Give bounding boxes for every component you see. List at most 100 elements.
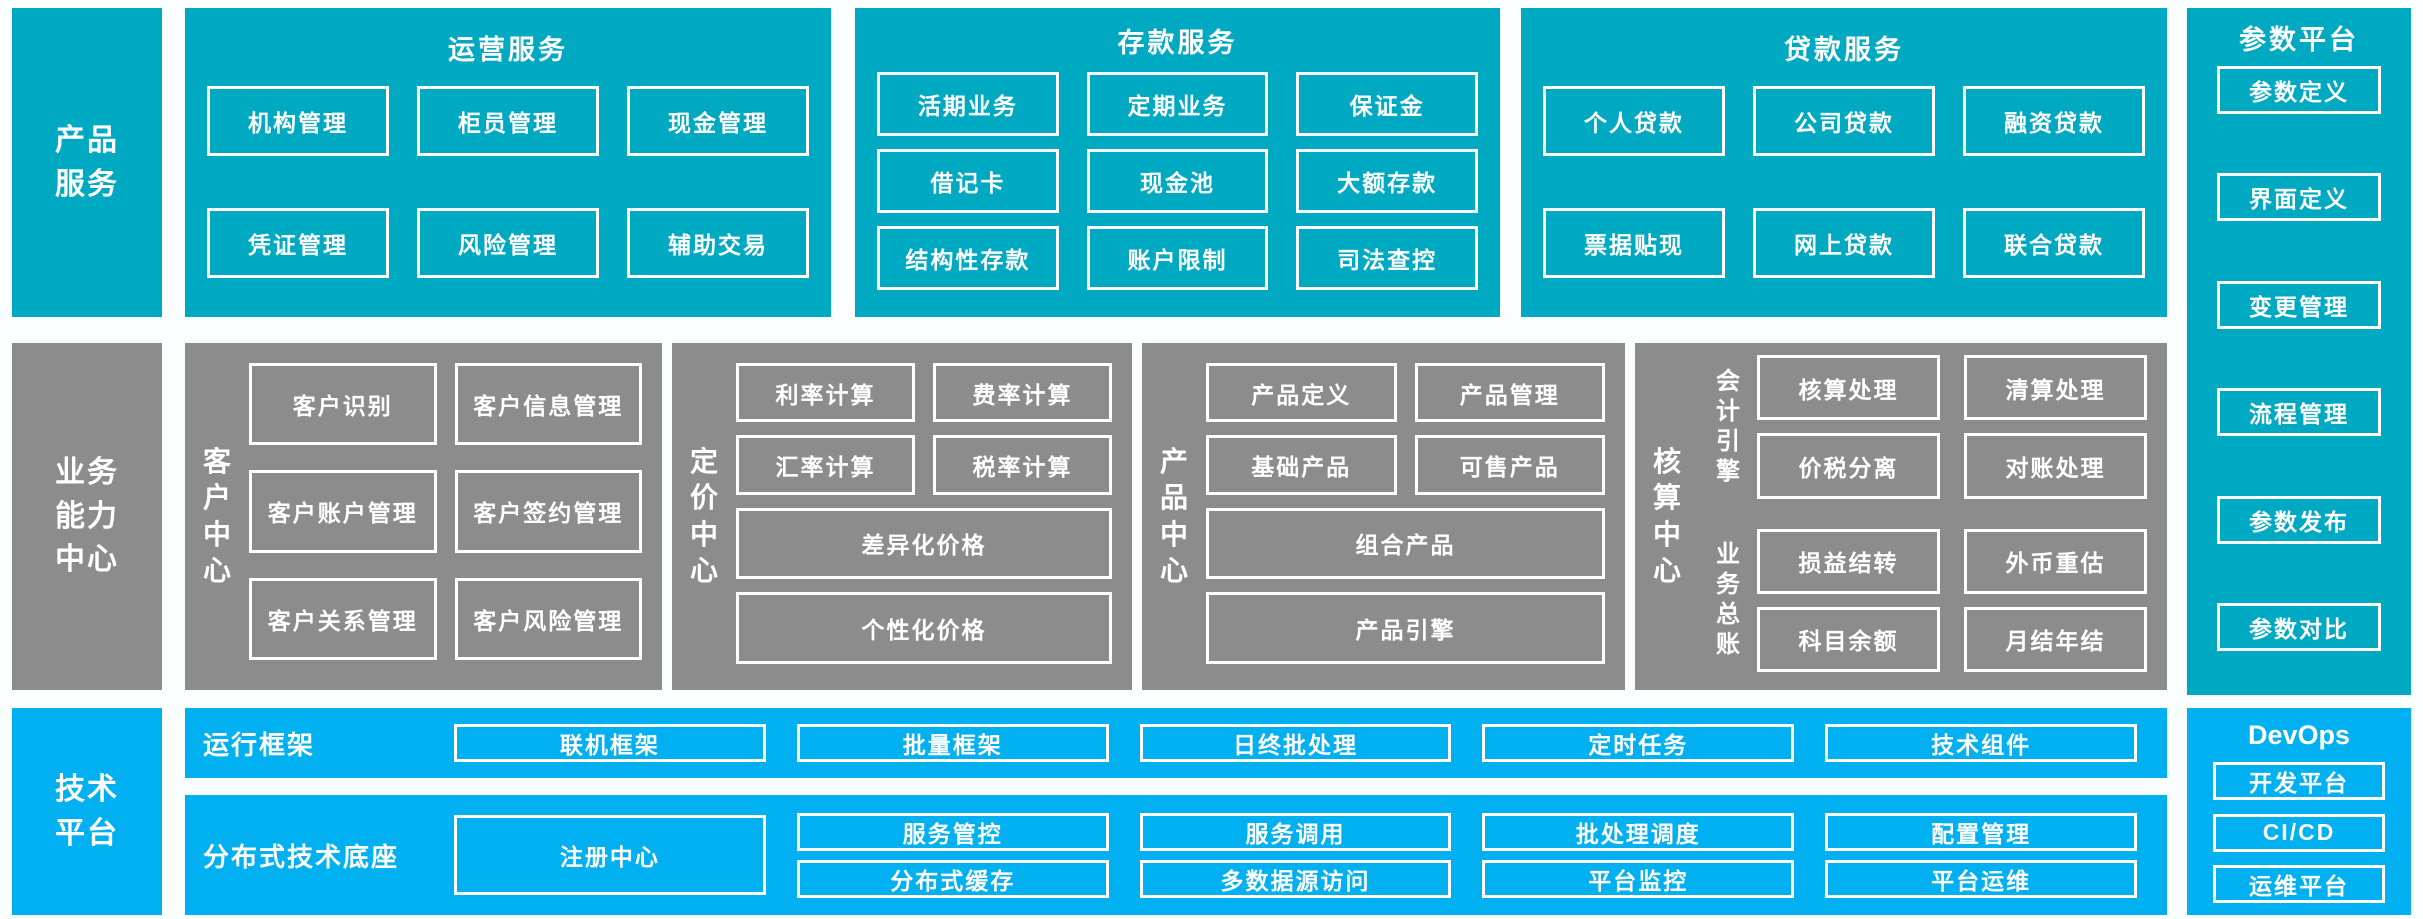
- module-box: 平台运维: [1825, 859, 2137, 898]
- module-box: 基础产品: [1206, 435, 1397, 495]
- panel-deposit-services: 存款服务 活期业务定期业务保证金借记卡现金池大额存款结构性存款账户限制司法查控: [855, 8, 1500, 317]
- module-box: 个人贷款: [1543, 86, 1725, 156]
- module-box: 税率计算: [933, 435, 1112, 495]
- panel-parameter-platform: 参数平台 参数定义界面定义变更管理流程管理参数发布参数对比: [2187, 8, 2411, 695]
- row-label-business-capability: 业务 能力 中心: [12, 343, 162, 690]
- module-box: 大额存款: [1296, 149, 1478, 213]
- module-box: 定期业务: [1086, 72, 1269, 136]
- product-modules: 产品定义产品管理基础产品可售产品: [1206, 363, 1605, 495]
- module-box: 客户账户管理: [249, 470, 437, 553]
- module-box: 科目余额: [1757, 606, 1940, 672]
- module-box: 月结年结: [1964, 606, 2147, 672]
- distributed-modules: 注册中心 服务管控 分布式缓存 服务调用 多数据源访问 批处理调度 平台监控: [454, 812, 2137, 898]
- module-box: 融资贷款: [1963, 86, 2145, 156]
- module-box: 注册中心: [454, 815, 766, 895]
- bar-label: 运行框架: [203, 729, 316, 760]
- center-vertical-label: 产 品 中 心: [1159, 445, 1188, 586]
- module-box: 保证金: [1296, 72, 1478, 136]
- deposit-modules: 活期业务定期业务保证金借记卡现金池大额存款结构性存款账户限制司法查控: [877, 72, 1478, 290]
- panel-loan-services: 贷款服务 个人贷款公司贷款融资贷款票据贴现网上贷款联合贷款: [1521, 8, 2167, 317]
- accounting-engine-group: 会 计 引 擎 核算处理清算处理价税分离对账处理: [1699, 355, 2147, 499]
- module-box: 现金池: [1086, 149, 1269, 213]
- panel-title: 参数平台: [2239, 24, 2359, 55]
- stacked-column: 配置管理 平台运维: [1825, 812, 2137, 898]
- module-box: 外币重估: [1964, 528, 2147, 594]
- module-box: 客户签约管理: [454, 470, 642, 553]
- module-box: 利率计算: [736, 363, 915, 423]
- module-box: 批量框架: [796, 724, 1109, 762]
- runtime-modules: 联机框架批量框架日终批处理定时任务技术组件: [454, 724, 2137, 762]
- module-box: 服务调用: [1139, 812, 1452, 851]
- module-box: 变更管理: [2217, 280, 2381, 329]
- center-vertical-label: 定 价 中 心: [689, 445, 718, 586]
- module-box: 客户识别: [249, 363, 437, 446]
- module-box: 联机框架: [454, 724, 766, 762]
- loan-modules: 个人贷款公司贷款融资贷款票据贴现网上贷款联合贷款: [1543, 86, 2145, 278]
- module-box: 凭证管理: [207, 208, 389, 278]
- module-box: 对账处理: [1964, 433, 2147, 499]
- center-vertical-label: 客 户 中 心: [202, 445, 231, 586]
- module-box: 客户信息管理: [454, 363, 642, 446]
- module-box: 现金管理: [627, 86, 809, 156]
- module-box: 损益结转: [1757, 528, 1940, 594]
- group-vertical-label: 业 务 总 账: [1716, 541, 1740, 659]
- module-box: 汇率计算: [736, 435, 915, 495]
- module-box: 技术组件: [1825, 724, 2137, 762]
- module-box: 参数发布: [2217, 495, 2381, 544]
- panel-pricing-center: 定 价 中 心 利率计算费率计算汇率计算税率计算 差异化价格 个性化价格: [672, 343, 1132, 690]
- stacked-column: 批处理调度 平台监控: [1482, 812, 1795, 898]
- module-box: 价税分离: [1757, 433, 1940, 499]
- module-box: 日终批处理: [1139, 724, 1452, 762]
- module-box: 客户关系管理: [249, 577, 437, 660]
- module-box: 差异化价格: [736, 507, 1112, 580]
- module-box: CI/CD: [2213, 813, 2385, 852]
- module-box: 机构管理: [207, 86, 389, 156]
- business-ledger-group: 业 务 总 账 损益结转外币重估科目余额月结年结: [1699, 528, 2147, 672]
- module-box: 费率计算: [933, 363, 1112, 423]
- module-box: 清算处理: [1964, 355, 2147, 421]
- module-box: 辅助交易: [627, 208, 809, 278]
- module-box: 联合贷款: [1963, 208, 2145, 278]
- module-box: 活期业务: [877, 72, 1059, 136]
- module-box: 结构性存款: [877, 226, 1059, 290]
- module-box: 账户限制: [1086, 226, 1269, 290]
- business-ledger-modules: 损益结转外币重估科目余额月结年结: [1757, 528, 2147, 672]
- devops-modules: 开发平台 CI/CD 运维平台: [2213, 762, 2385, 903]
- module-box: 客户风险管理: [454, 577, 642, 660]
- module-box: 核算处理: [1757, 355, 1940, 421]
- module-box: 借记卡: [877, 149, 1059, 213]
- module-box: 产品引擎: [1206, 592, 1605, 664]
- module-box: 产品定义: [1206, 363, 1397, 423]
- module-box: 流程管理: [2217, 388, 2381, 437]
- module-box: 运维平台: [2213, 865, 2385, 903]
- module-box: 开发平台: [2213, 762, 2385, 800]
- panel-product-center: 产 品 中 心 产品定义产品管理基础产品可售产品 组合产品 产品引擎: [1142, 343, 1625, 690]
- module-box: 批处理调度: [1482, 812, 1795, 851]
- panel-runtime-framework: 运行框架 联机框架批量框架日终批处理定时任务技术组件: [185, 708, 2167, 778]
- module-box: 参数对比: [2217, 602, 2381, 651]
- row-label-product-services: 产品 服务: [12, 8, 162, 317]
- panel-accounting-center: 核 算 中 心 会 计 引 擎 核算处理清算处理价税分离对账处理 业 务 总 账…: [1635, 343, 2167, 690]
- customer-modules: 客户识别客户信息管理客户账户管理客户签约管理客户关系管理客户风险管理: [249, 343, 642, 690]
- module-box: 票据贴现: [1543, 208, 1725, 278]
- panel-title: 存款服务: [1117, 27, 1238, 58]
- module-box: 多数据源访问: [1139, 859, 1452, 898]
- stacked-column: 服务管控 分布式缓存: [796, 812, 1109, 898]
- accounting-engine-modules: 核算处理清算处理价税分离对账处理: [1757, 355, 2147, 499]
- center-vertical-label: 核 算 中 心: [1652, 445, 1681, 586]
- module-box: 公司贷款: [1753, 86, 1935, 156]
- module-box: 柜员管理: [417, 86, 599, 156]
- module-box: 可售产品: [1414, 435, 1605, 495]
- row-label-technology-platform: 技术 平台: [12, 708, 162, 915]
- module-box: 定时任务: [1482, 724, 1795, 762]
- module-box: 分布式缓存: [796, 859, 1109, 898]
- panel-title: 运营服务: [448, 34, 568, 65]
- module-box: 产品管理: [1414, 363, 1605, 423]
- module-box: 司法查控: [1296, 226, 1478, 290]
- module-box: 风险管理: [417, 208, 599, 278]
- module-box: 界面定义: [2217, 173, 2381, 222]
- group-vertical-label: 会 计 引 擎: [1716, 367, 1740, 485]
- pricing-modules: 利率计算费率计算汇率计算税率计算: [736, 363, 1112, 495]
